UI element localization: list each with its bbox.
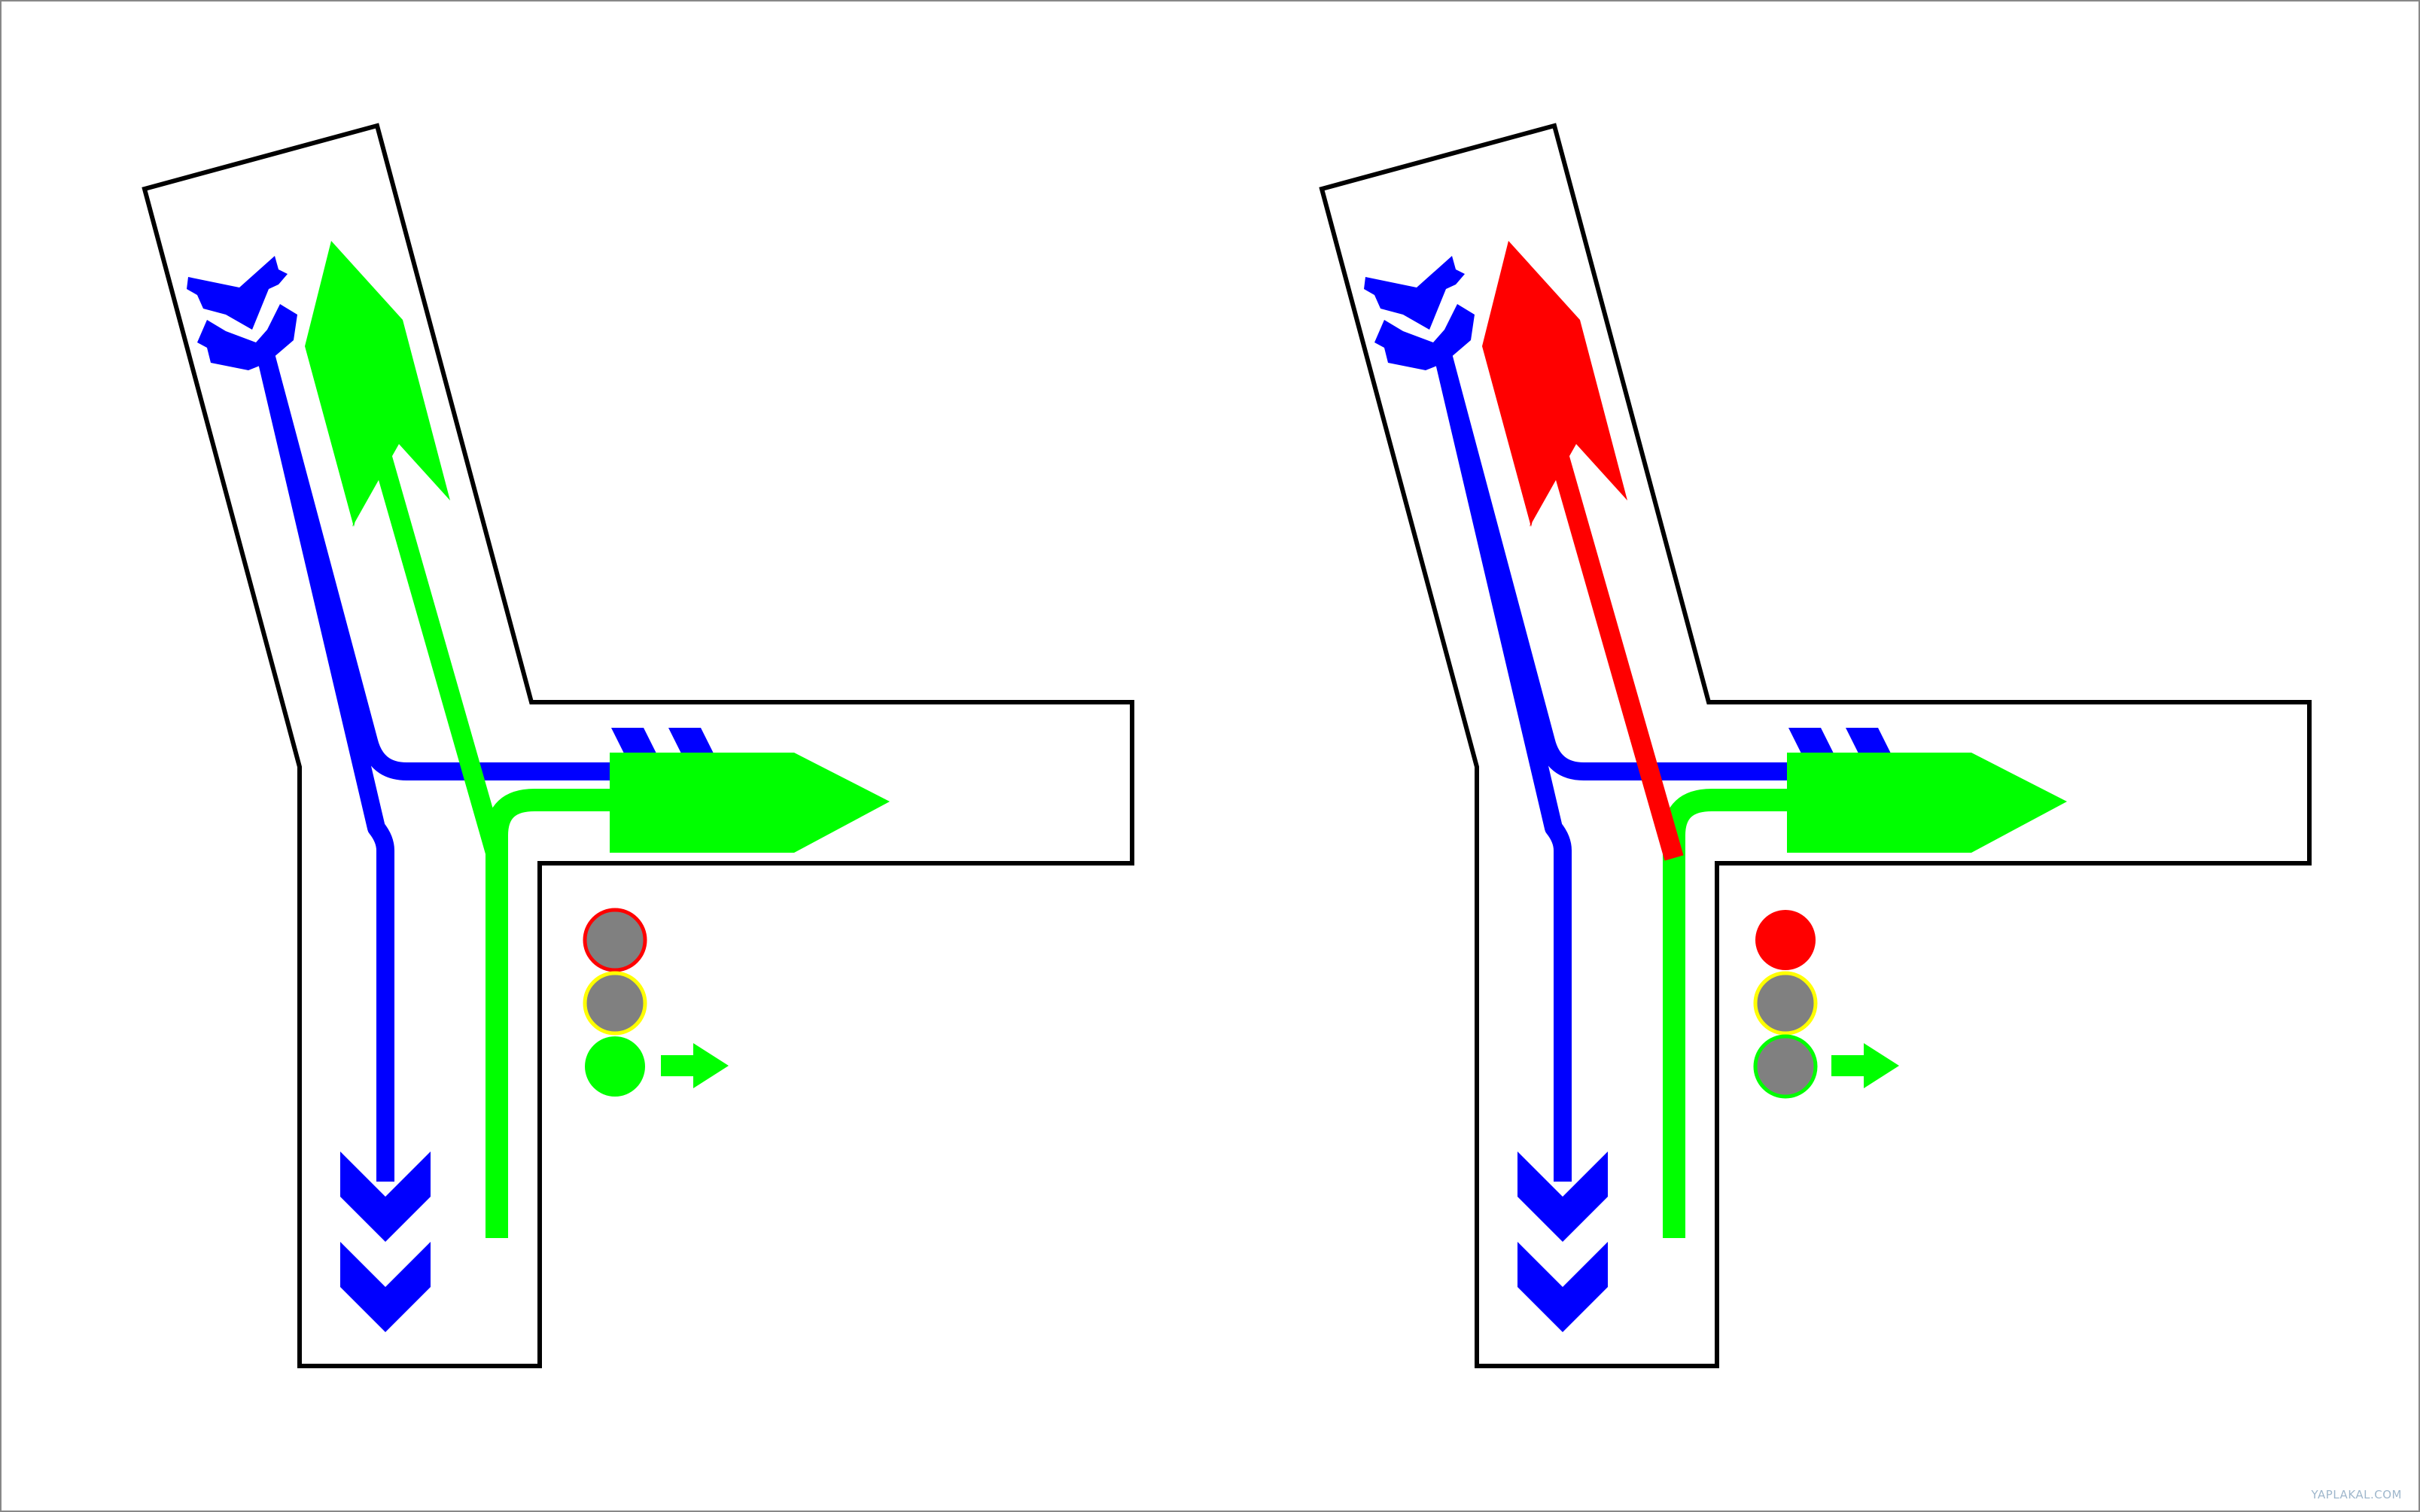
panel-left xyxy=(142,123,1134,1368)
signal-red-lamp xyxy=(1755,910,1816,970)
blue-chevron-down-icon xyxy=(340,1242,431,1332)
blue-wing-arrowhead-icon xyxy=(1364,256,1465,330)
main-straight-route xyxy=(1482,241,1684,861)
green-right-turn-route xyxy=(1663,753,2067,1238)
blue-route-line xyxy=(254,343,625,780)
blue-wing-arrowhead-icon xyxy=(197,304,297,370)
traffic-signal xyxy=(583,908,729,1097)
main-arrow-shaft xyxy=(367,434,507,861)
watermark: YAPLAKAL.COM xyxy=(2311,1488,2402,1501)
blue-wing-arrowhead-icon xyxy=(187,256,288,330)
signal-right-arrow-icon xyxy=(1831,1043,1899,1088)
blue-route-line xyxy=(1432,343,1802,780)
blue-route-line-down xyxy=(1432,344,1572,1182)
blue-wing-arrowhead-icon xyxy=(1374,304,1475,370)
main-arrowhead-icon xyxy=(1482,241,1627,527)
green-turn-line xyxy=(1663,789,1840,1238)
main-arrow-shaft xyxy=(1544,434,1684,861)
signal-green-lamp xyxy=(585,1036,645,1097)
blue-route xyxy=(187,256,723,1332)
green-right-arrowhead-icon xyxy=(610,753,890,853)
signal-red-lamp xyxy=(583,908,647,972)
road-outline xyxy=(1319,123,2312,1368)
traffic-signal xyxy=(1753,910,1899,1099)
signal-yellow-lamp xyxy=(1753,971,1818,1036)
blue-chevron-down-icon xyxy=(1517,1151,1608,1242)
main-straight-route xyxy=(305,241,507,861)
signal-yellow-lamp xyxy=(583,971,647,1036)
green-right-arrowhead-icon xyxy=(1787,753,2067,853)
blue-chevron-down-icon xyxy=(340,1151,431,1242)
signal-green-lamp xyxy=(1753,1034,1818,1099)
panel-right xyxy=(1319,123,2312,1368)
road-outline xyxy=(142,123,1134,1368)
blue-chevron-down-icon xyxy=(1517,1242,1608,1332)
blue-route-line-down xyxy=(254,344,394,1182)
signal-right-arrow-icon xyxy=(661,1043,729,1088)
blue-route xyxy=(1364,256,1901,1332)
green-right-turn-route xyxy=(486,753,890,1238)
main-arrowhead-icon xyxy=(305,241,450,527)
